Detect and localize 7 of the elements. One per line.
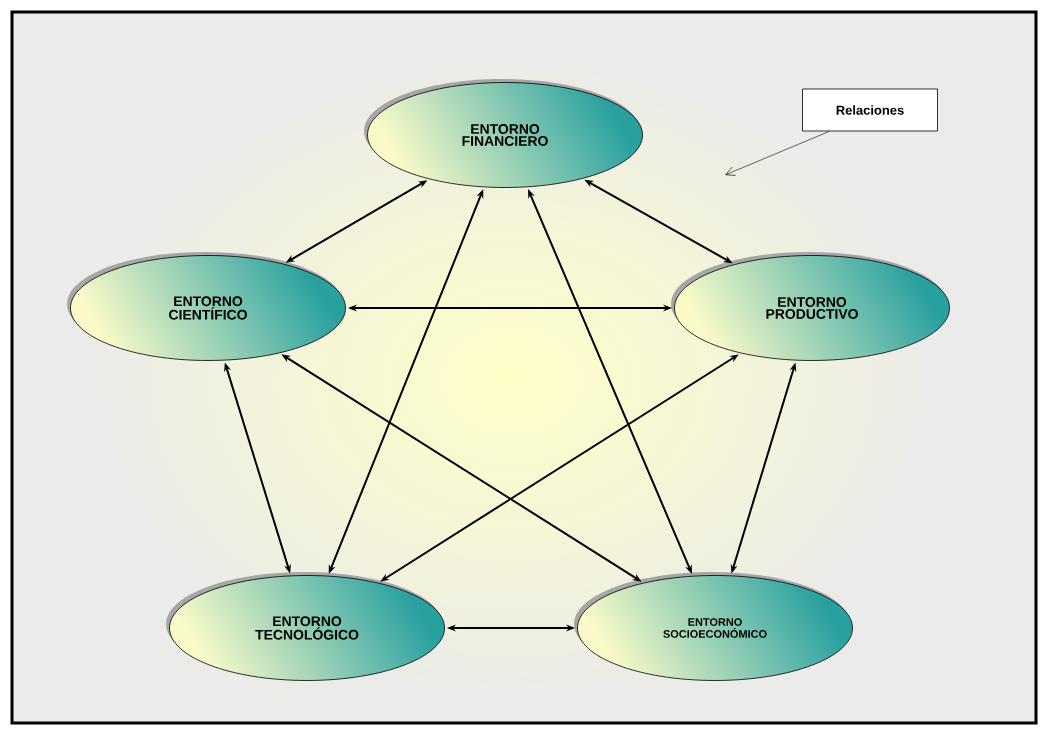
ellipse-node: ENTORNO CIENTÍFICO — [67, 252, 346, 361]
leader-line — [725, 131, 830, 176]
ellipse-node: ENTORNO PRODUCTIVO — [671, 252, 950, 361]
ellipse-node: ENTORNO FINANCIERO — [364, 79, 643, 188]
callout-box: Relaciones — [802, 88, 938, 132]
ellipse-node: ENTORNO SOCIOECONÓMICO — [574, 572, 853, 681]
ellipse-node: ENTORNO TECNOLÓGICO — [166, 572, 445, 681]
